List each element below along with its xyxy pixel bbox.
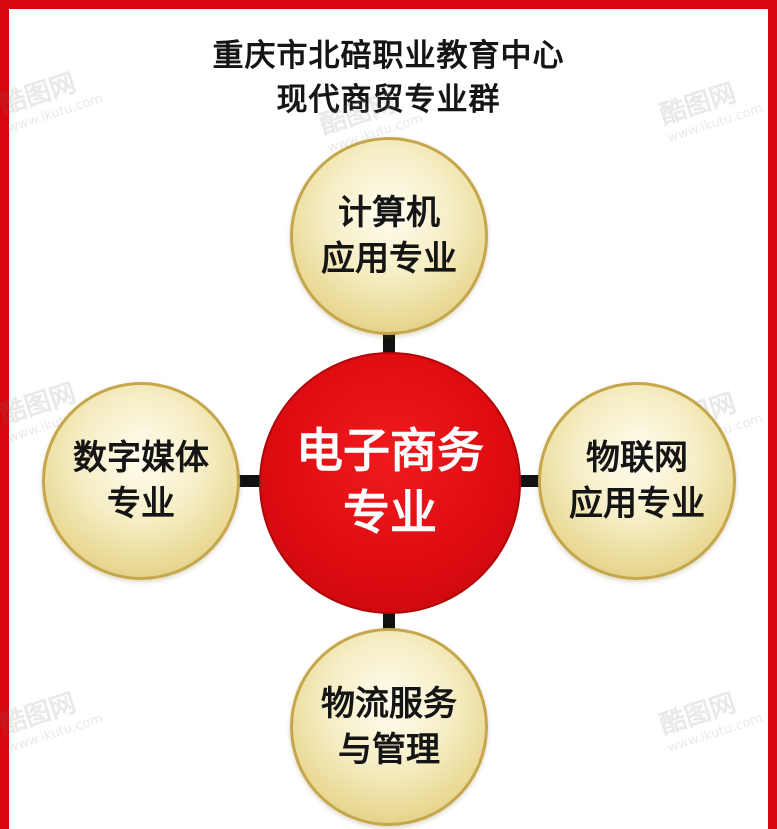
center-node-line1: 电子商务 <box>296 424 484 479</box>
connector-right <box>516 475 540 487</box>
connector-top <box>383 330 395 354</box>
node-bottom: 物流服务 与管理 <box>290 628 488 826</box>
page-title: 重庆市北碚职业教育中心 <box>212 38 565 74</box>
page-subtitle: 现代商贸专业群 <box>276 82 501 118</box>
node-top-line1: 计算机 <box>338 193 440 233</box>
node-top-line2: 应用专业 <box>321 239 457 279</box>
node-bottom-line2: 与管理 <box>338 730 440 770</box>
node-left: 数字媒体 专业 <box>42 382 240 580</box>
node-right-line2: 应用专业 <box>569 484 705 524</box>
node-top: 计算机 应用专业 <box>290 137 488 335</box>
node-right: 物联网 应用专业 <box>538 382 736 580</box>
center-node: 电子商务 专业 <box>259 352 521 614</box>
center-node-line2: 专业 <box>343 486 437 541</box>
connector-left <box>238 475 262 487</box>
connector-bottom <box>383 608 395 632</box>
node-left-line1: 数字媒体 <box>73 438 209 478</box>
node-right-line1: 物联网 <box>586 438 688 478</box>
node-left-line2: 专业 <box>107 484 175 524</box>
node-bottom-line1: 物流服务 <box>321 684 457 724</box>
